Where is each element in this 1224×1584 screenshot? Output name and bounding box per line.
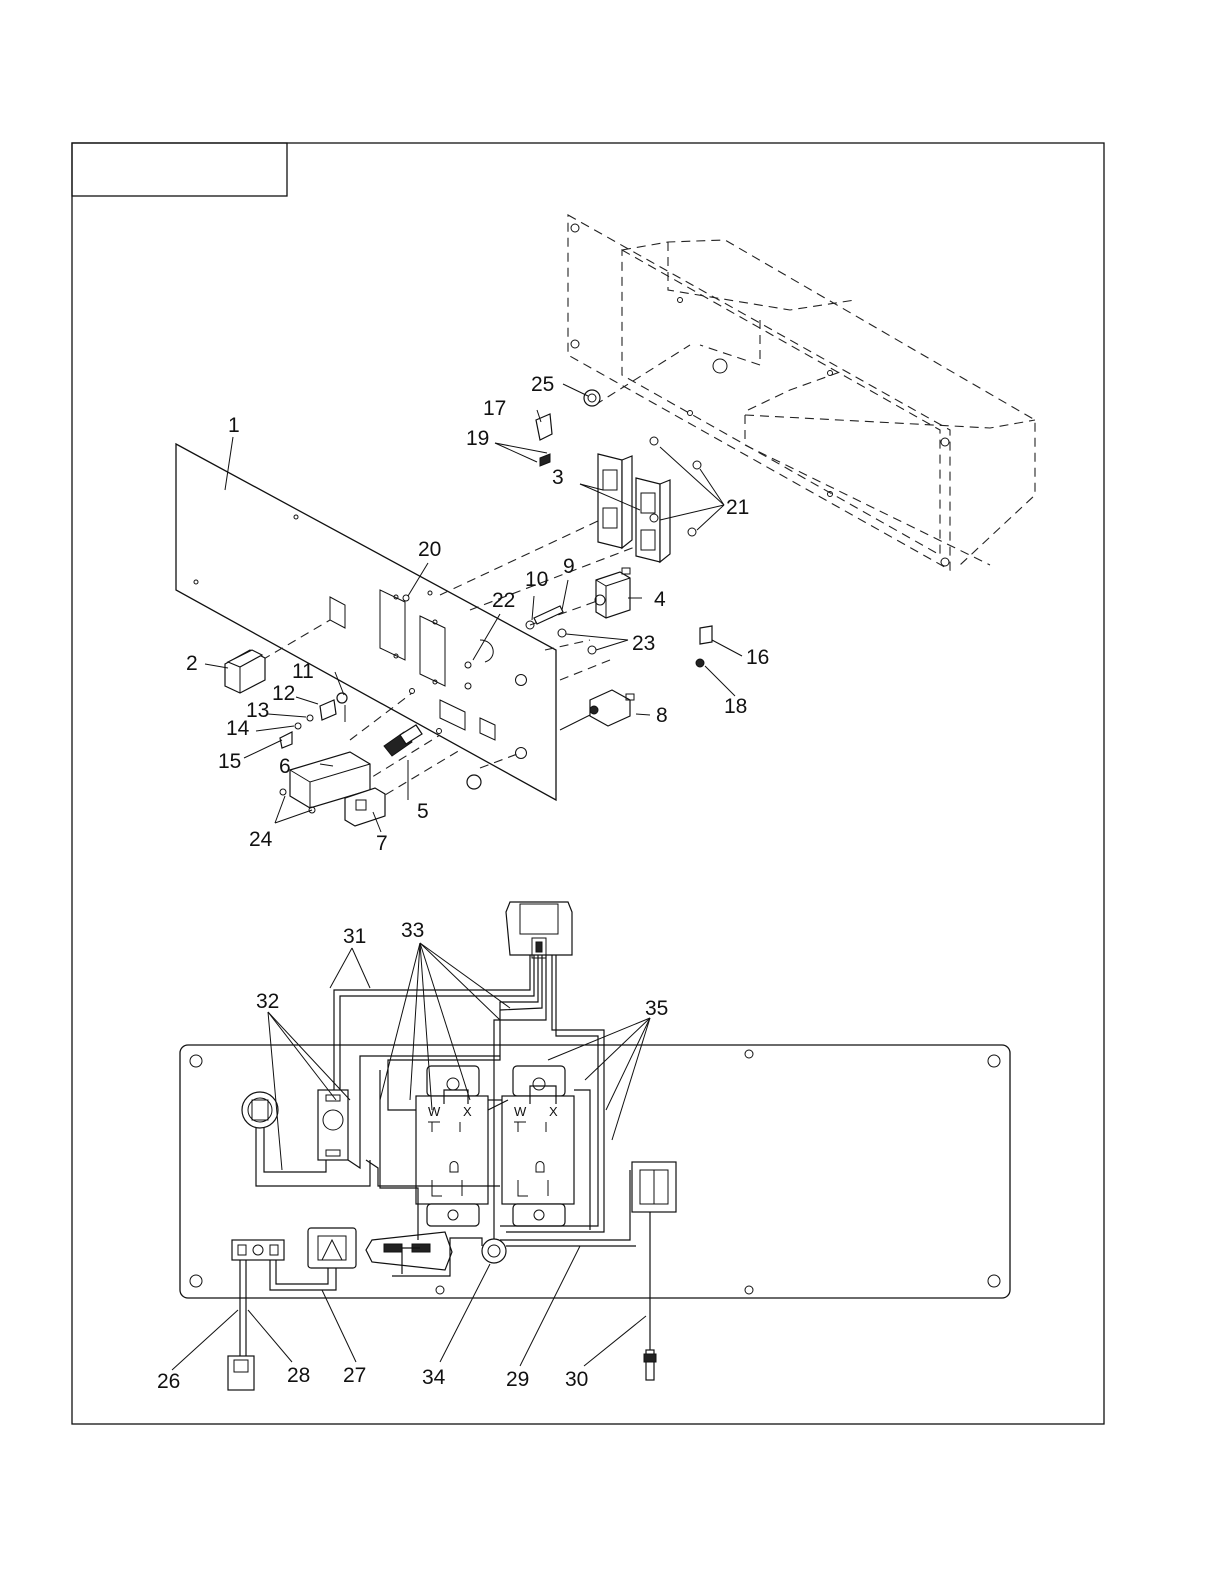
callout-3: 3 <box>552 466 564 489</box>
callout-34: 34 <box>422 1366 446 1389</box>
duplex-receptacles <box>597 453 671 564</box>
callout-32: 32 <box>256 990 279 1013</box>
callouts-top: 1 2 3 4 5 6 7 8 9 10 11 12 13 14 15 16 1… <box>186 373 769 855</box>
circuit-breaker <box>594 567 631 619</box>
callout-27: 27 <box>343 1364 366 1387</box>
callout-18: 18 <box>724 695 747 718</box>
callout-8: 8 <box>656 704 668 727</box>
hardware-small <box>279 389 713 814</box>
wiring-fuse-holder <box>241 1091 279 1129</box>
callout-16: 16 <box>746 646 769 669</box>
callout-31: 31 <box>343 925 366 948</box>
callout-21: 21 <box>726 496 749 519</box>
wiring-panel <box>179 1044 1011 1299</box>
wiring-rocker-switch <box>307 1227 357 1269</box>
callout-11: 11 <box>292 660 314 683</box>
wiring-ground-lug <box>481 1238 507 1264</box>
callouts-bottom: 26 27 28 29 30 31 32 33 34 35 <box>157 919 668 1393</box>
callout-5: 5 <box>417 800 429 823</box>
terminal-w-1: W <box>428 1104 441 1119</box>
leader-lines-top <box>204 383 743 833</box>
callout-10: 10 <box>525 568 548 591</box>
callout-7: 7 <box>376 832 388 855</box>
callout-28: 28 <box>287 1364 310 1387</box>
callout-2: 2 <box>186 652 198 675</box>
front-panel <box>175 442 557 802</box>
wiring-idle-switch <box>631 1161 677 1213</box>
callout-20: 20 <box>418 538 441 561</box>
callout-26: 26 <box>157 1370 180 1393</box>
terminal-x-1: X <box>463 1104 472 1119</box>
wiring-breaker <box>317 1089 349 1161</box>
wiring-dc-outlet <box>365 1231 453 1271</box>
callout-33: 33 <box>401 919 424 942</box>
callout-35: 35 <box>645 997 668 1020</box>
callout-25: 25 <box>531 373 554 396</box>
callout-24: 24 <box>249 828 273 851</box>
callout-9: 9 <box>563 555 575 578</box>
callout-12: 12 <box>272 682 295 705</box>
callout-15: 15 <box>218 750 241 773</box>
title-box <box>71 142 288 197</box>
wiring-plug-bottom-left <box>227 1355 255 1391</box>
callout-30: 30 <box>565 1368 588 1391</box>
callout-4: 4 <box>654 588 666 611</box>
callout-29: 29 <box>506 1368 529 1391</box>
wiring-plug-bottom-right <box>643 1349 657 1381</box>
callout-22: 22 <box>492 589 515 612</box>
diagram-frame <box>71 142 1105 1425</box>
control-panel-housing <box>567 214 1036 571</box>
leader-lines-bottom <box>171 942 651 1371</box>
terminal-w-2: W <box>514 1104 527 1119</box>
terminal-x-2: X <box>549 1104 558 1119</box>
wiring-harness <box>239 955 651 1356</box>
callout-13: 13 <box>246 699 269 722</box>
rocker-switch <box>224 649 266 694</box>
callout-14: 14 <box>226 717 250 740</box>
callout-17: 17 <box>483 397 506 420</box>
callout-19: 19 <box>466 427 489 450</box>
callout-1: 1 <box>228 414 240 437</box>
fuse-holder <box>383 724 423 757</box>
callout-6: 6 <box>279 755 291 778</box>
wiring-usb-port <box>231 1239 285 1261</box>
wiring-receptacle-2: W X <box>501 1065 575 1227</box>
callout-23: 23 <box>632 632 655 655</box>
breaker-small <box>589 689 635 727</box>
wiring-connector-top <box>505 901 573 959</box>
